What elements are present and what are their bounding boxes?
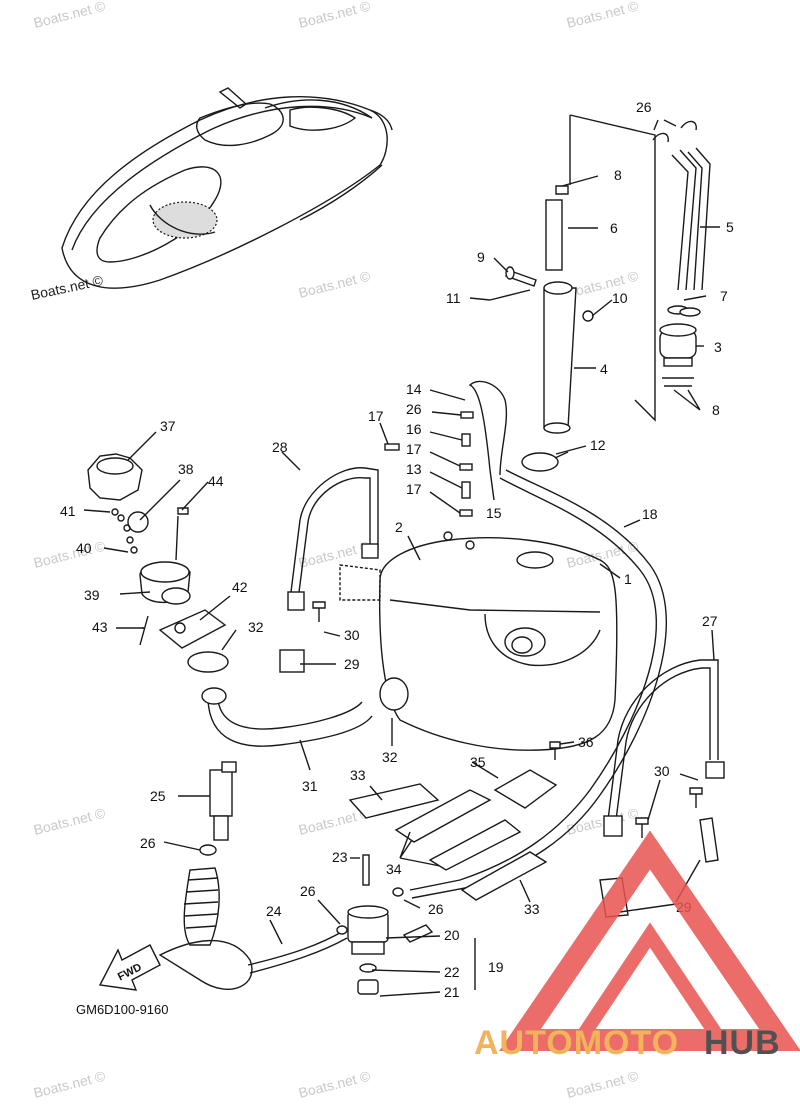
- callout-17: 17: [406, 481, 422, 497]
- callout-8: 8: [712, 402, 720, 418]
- callout-22: 22: [444, 964, 460, 980]
- callout-1: 1: [624, 571, 632, 587]
- callout-28: 28: [272, 439, 288, 455]
- callout-40: 40: [76, 540, 92, 556]
- callout-23: 23: [332, 849, 348, 865]
- callout-43: 43: [92, 619, 108, 635]
- callout-32: 32: [382, 749, 398, 765]
- watermark: Boats.net ©: [297, 267, 373, 300]
- callout-37: 37: [160, 418, 176, 434]
- fuel-filter-assembly: [199, 844, 434, 995]
- filler-hose-part-31: [201, 687, 373, 747]
- callout-31: 31: [302, 778, 318, 794]
- callout-42: 42: [232, 579, 248, 595]
- watermark: Boats.net ©: [297, 537, 373, 570]
- watermark: Boats.net ©: [297, 0, 373, 31]
- callout-4: 4: [600, 361, 608, 377]
- watermark: Boats.net ©: [32, 1067, 108, 1100]
- clamp-part-32: [379, 677, 409, 711]
- callout-26: 26: [636, 99, 652, 115]
- fuel-tank-part-2: [339, 537, 618, 751]
- hose-part-14: [468, 380, 508, 476]
- fittings-13-16-17: [384, 411, 475, 550]
- callout-17: 17: [406, 441, 422, 457]
- callout-11: 11: [446, 290, 461, 306]
- hose-part-5: [671, 147, 711, 291]
- callout-5: 5: [726, 219, 734, 235]
- callout-36: 36: [578, 734, 594, 750]
- callout-26: 26: [406, 401, 422, 417]
- callout-13: 13: [406, 461, 422, 477]
- watermark: Boats.net ©: [32, 804, 108, 837]
- callout-17: 17: [368, 408, 384, 424]
- callout-7: 7: [720, 288, 728, 304]
- callout-30: 30: [654, 763, 670, 779]
- filler-cap-assembly: [87, 453, 227, 649]
- callout-30: 30: [344, 627, 360, 643]
- callout-27: 27: [702, 613, 718, 629]
- callout-39: 39: [84, 587, 100, 603]
- clip-part-26-top: [652, 120, 697, 143]
- callout-8: 8: [614, 167, 622, 183]
- callout-33: 33: [524, 901, 540, 917]
- callout-38: 38: [178, 461, 194, 477]
- callout-35: 35: [470, 754, 486, 770]
- hose-part-18: [409, 477, 658, 891]
- strap-part-28: [279, 467, 379, 673]
- watermark: Boats.net ©: [32, 0, 108, 31]
- filler-tube-part-4: [543, 185, 577, 434]
- callout-18: 18: [642, 506, 658, 522]
- automotohub-logo: AUTOMOTO HUB: [474, 830, 800, 1062]
- bracket-part-35: [493, 769, 558, 809]
- fwd-arrow-icon: FWD: [98, 944, 161, 991]
- bolts-part-30-36: [312, 601, 703, 838]
- watermark: Boats.net ©: [32, 537, 108, 570]
- callout-26: 26: [300, 883, 316, 899]
- callout-21: 21: [444, 984, 460, 1000]
- watermark: Boats.net ©: [565, 1067, 641, 1100]
- callout-41: 41: [60, 503, 76, 519]
- callout-16: 16: [406, 421, 422, 437]
- callout-32: 32: [248, 619, 264, 635]
- callout-20: 20: [444, 927, 460, 943]
- callout-44: 44: [208, 473, 224, 489]
- watermark-dark: Boats.net ©: [29, 272, 105, 303]
- callout-10: 10: [612, 290, 628, 306]
- callout-25: 25: [150, 788, 166, 804]
- callout-29: 29: [344, 656, 360, 672]
- callout-14: 14: [406, 381, 422, 397]
- clamp-part-12: [521, 452, 559, 472]
- callout-24: 24: [266, 903, 282, 919]
- callout-2: 2: [395, 519, 403, 535]
- fuel-sender-part-3: [659, 305, 701, 387]
- logo-text-automoto: AUTOMOTO: [474, 1024, 679, 1062]
- callout-9: 9: [477, 249, 485, 265]
- watermark: Boats.net ©: [565, 804, 641, 837]
- callout-34: 34: [386, 861, 402, 877]
- hose-part-24: [247, 929, 346, 966]
- drawing-code: GM6D100-9160: [76, 1002, 169, 1017]
- bolt-parts-9-10-11: [489, 266, 594, 322]
- pads-part-33-34: [348, 783, 548, 901]
- callout-26: 26: [428, 901, 444, 917]
- callout-15: 15: [486, 505, 502, 521]
- callout-33: 33: [350, 767, 366, 783]
- watermark: Boats.net ©: [297, 1067, 373, 1100]
- vent-assembly-part-25: [158, 761, 253, 990]
- group-bracket: [569, 114, 656, 422]
- clamp-part-32: [187, 651, 229, 673]
- callout-26: 26: [140, 835, 156, 851]
- callout-numbers: 1 2 3 4 5 6 7 8 8 9 10 11 12 13 14 15 16…: [60, 99, 734, 1000]
- callout-3: 3: [714, 339, 722, 355]
- leader-lines: [83, 119, 720, 997]
- callout-12: 12: [590, 437, 606, 453]
- logo-text-hub: HUB: [704, 1024, 781, 1062]
- callout-19: 19: [488, 959, 504, 975]
- callout-6: 6: [610, 220, 618, 236]
- watermark: Boats.net ©: [565, 0, 641, 31]
- watercraft-illustration: [61, 87, 393, 289]
